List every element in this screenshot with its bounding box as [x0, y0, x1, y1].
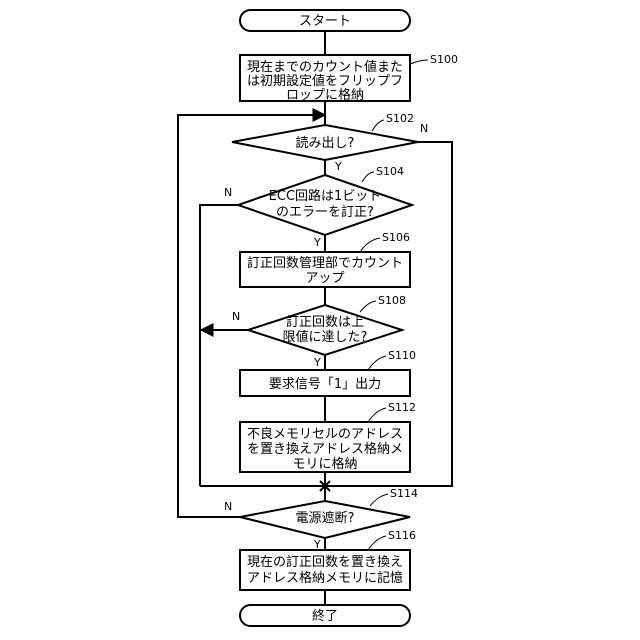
- decision-s102-label: S102: [386, 112, 414, 125]
- step-s110-label: S110: [388, 349, 416, 362]
- step-s100-label: S100: [430, 53, 458, 66]
- step-s110-text: 要求信号「1」出力: [269, 377, 381, 392]
- decision-s102: 読み出し? S102 Y N: [232, 112, 428, 173]
- start-terminal: スタート: [240, 10, 410, 31]
- step-s100: 現在までのカウント値また は初期設定値をフリップフ ロップに格納 S100: [240, 53, 458, 103]
- step-s106-label: S106: [382, 231, 410, 244]
- step-s100-line-3: ロップに格納: [286, 87, 364, 103]
- decision-s114-label: S114: [390, 487, 418, 500]
- decision-s102-yes: Y: [334, 160, 342, 173]
- step-s100-line-1: 現在までのカウント値また: [247, 59, 403, 75]
- decision-s104-line-1: ECC回路は1ビット: [269, 188, 382, 204]
- end-terminal-label: 終了: [312, 608, 338, 624]
- step-s116-line-2: アドレス格納メモリに記憶: [247, 570, 403, 586]
- decision-s108-line-2: 限値に達した?: [283, 329, 368, 345]
- step-s112: 不良メモリセルのアドレス を置き換えアドレス格納メ モリに格納 S112: [240, 401, 416, 472]
- step-s106-line-2: アップ: [305, 271, 344, 286]
- decision-s108-line-1: 訂正回数は上: [286, 314, 364, 330]
- step-s100-line-2: は初期設定値をフリップフ: [247, 73, 403, 89]
- decision-s114-text: 電源遮断?: [296, 510, 355, 526]
- decision-s108-label: S108: [378, 294, 406, 307]
- decision-s102-no: N: [420, 122, 428, 135]
- start-terminal-label: スタート: [299, 14, 351, 29]
- step-s106-line-1: 訂正回数管理部でカウント: [247, 255, 403, 271]
- decision-s104-label: S104: [376, 165, 404, 178]
- step-s112-line-2: を置き換えアドレス格納メ: [247, 441, 403, 457]
- decision-s104-line-2: のエラーを訂正?: [276, 204, 374, 220]
- decision-s104-yes: Y: [313, 236, 321, 249]
- step-s112-label: S112: [388, 401, 416, 414]
- step-s110: 要求信号「1」出力 S110: [240, 349, 416, 396]
- decision-s108-no: N: [232, 310, 240, 323]
- step-s112-line-1: 不良メモリセルのアドレス: [247, 426, 403, 442]
- decision-s108-yes: Y: [313, 356, 321, 369]
- decision-s114-no: N: [224, 500, 232, 513]
- decision-s102-text: 読み出し?: [296, 135, 355, 151]
- decision-s104-no: N: [224, 186, 232, 199]
- end-terminal: 終了: [240, 605, 410, 626]
- line-s104-no: [200, 205, 238, 486]
- step-s112-line-3: モリに格納: [292, 456, 357, 472]
- step-s116-label: S116: [388, 529, 416, 542]
- step-s116-line-1: 現在の訂正回数を置き換え: [247, 554, 403, 570]
